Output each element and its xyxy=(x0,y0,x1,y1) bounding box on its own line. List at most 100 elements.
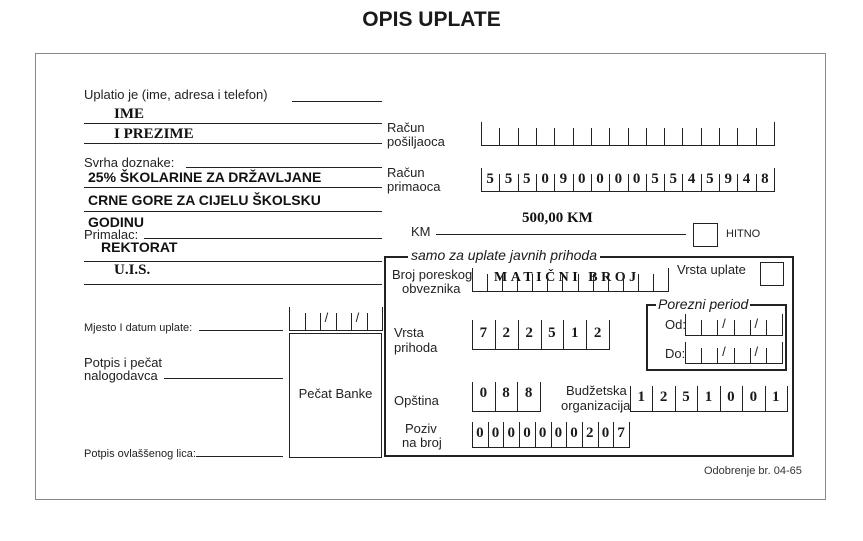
javni-prihodi-header: samo za uplate javnih prihoda xyxy=(408,247,601,263)
poziv-field-digit: 0 xyxy=(476,425,484,441)
do-label: Do: xyxy=(665,346,686,361)
od-field-tick xyxy=(701,319,702,336)
do-field-tick xyxy=(734,347,735,364)
datum-uplate-field-tick xyxy=(367,313,368,331)
racun-primaoca-field-tick xyxy=(774,168,775,192)
hitno-checkbox[interactable] xyxy=(693,223,718,247)
racun-posiljaoca-field-tick xyxy=(664,128,665,146)
vrsta-prihoda-field-digit: 5 xyxy=(548,325,556,341)
datum-uplate-field-tick xyxy=(289,307,290,331)
budzetska-field-tick xyxy=(630,386,631,412)
do-field[interactable]: // xyxy=(685,342,783,364)
broj-poreskog-field[interactable] xyxy=(472,268,669,292)
vrsta-prihoda-label-2: prihoda xyxy=(394,340,438,355)
broj-poreskog-field-tick xyxy=(532,274,533,292)
od-field-slash: / xyxy=(754,316,759,332)
vrsta-prihoda-label-1: Vrsta xyxy=(394,325,424,340)
racun-primaoca-field-digit: 4 xyxy=(742,171,751,187)
racun-primaoca-field-digit: 5 xyxy=(706,171,714,187)
racun-primaoca-field-digit: 0 xyxy=(541,171,549,187)
racun-primaoca-field-digit: 5 xyxy=(651,171,659,187)
racun-posiljaoca-field-tick xyxy=(609,128,610,146)
hitno-label: HITNO xyxy=(726,228,761,240)
vrsta-prihoda-field-digit: 7 xyxy=(479,325,488,341)
vrsta-prihoda-field-tick xyxy=(541,320,542,350)
od-field-tick xyxy=(782,314,783,336)
uplatio-value-2[interactable]: I PREZIME xyxy=(114,126,194,142)
od-label: Od: xyxy=(665,317,686,332)
vrsta-prihoda-field-tick xyxy=(586,320,587,350)
svrha-value-2[interactable]: CRNE GORE ZA CIJELU ŠKOLSKU xyxy=(88,192,321,208)
budzetska-field-digit: 2 xyxy=(659,389,668,405)
racun-posiljaoca-field-tick xyxy=(646,128,647,146)
do-field-tick xyxy=(701,347,702,364)
racun-primaoca-field-digit: 9 xyxy=(559,171,568,187)
odobrenje-label: Odobrenje br. 04-65 xyxy=(704,465,802,477)
poziv-field-baseline xyxy=(472,447,629,448)
broj-poreskog-field-tick xyxy=(623,274,624,292)
poziv-field-tick xyxy=(503,422,504,448)
primalac-value-2[interactable]: U.I.S. xyxy=(114,262,151,278)
broj-poreskog-field-tick xyxy=(638,274,639,292)
datum-uplate-field-tick xyxy=(336,313,337,331)
uplatio-value-1[interactable]: IME xyxy=(114,106,144,122)
svrha-value-3[interactable]: GODINU xyxy=(88,214,144,230)
km-value[interactable]: 500,00 KM xyxy=(522,210,593,226)
racun-primaoca-field-digit: 4 xyxy=(687,171,696,187)
vrsta-prihoda-field-tick xyxy=(495,320,496,350)
racun-posiljaoca-field-tick xyxy=(499,128,500,146)
od-field[interactable]: // xyxy=(685,314,783,336)
od-field-slash: / xyxy=(722,316,726,332)
poziv-field-digit: 2 xyxy=(585,425,594,441)
broj-poreskog-field-tick xyxy=(668,268,669,292)
racun-primaoca-field-tick xyxy=(737,174,738,192)
broj-poreskog-field-tick xyxy=(562,274,563,292)
racun-posiljaoca-field-tick xyxy=(536,128,537,146)
potpis-nalogodavca-line xyxy=(164,378,283,379)
vrsta-prihoda-field-digit: 2 xyxy=(525,325,533,341)
vrsta-prihoda-field-tick xyxy=(563,320,564,350)
opstina-field-tick xyxy=(472,382,473,412)
budzetska-field-tick xyxy=(675,386,676,412)
racun-posiljaoca-field-tick xyxy=(573,128,574,146)
uplatio-label: Uplatio je (ime, adresa i telefon) xyxy=(84,87,268,102)
opstina-label: Opština xyxy=(394,393,439,408)
primalac-value-1[interactable]: REKTORAT xyxy=(101,239,178,255)
budzetska-field-digit: 1 xyxy=(637,389,645,405)
poziv-field-tick xyxy=(551,422,552,448)
budzetska-label-2: organizacija xyxy=(561,398,631,413)
racun-posiljaoca-field-tick xyxy=(682,128,683,146)
broj-poreskog-field-tick xyxy=(653,274,654,292)
svrha-value-1[interactable]: 25% ŠKOLARINE ZA DRŽAVLJANE xyxy=(88,169,322,185)
vrsta-prihoda-field-tick xyxy=(609,320,610,350)
opstina-field-tick xyxy=(540,382,541,412)
opstina-field-digit: 8 xyxy=(502,385,510,401)
broj-poreskog-field-tick xyxy=(487,274,488,292)
broj-poreskog-field-tick xyxy=(608,274,609,292)
poziv-field-tick xyxy=(488,422,489,448)
mjesto-label: Mjesto I datum uplate: xyxy=(84,322,193,334)
racun-posiljaoca-field-tick xyxy=(774,122,775,146)
uplatio-line-2 xyxy=(84,123,382,124)
poziv-label-1: Poziv xyxy=(405,421,437,436)
racun-posiljaoca-field[interactable] xyxy=(481,122,775,146)
poziv-field-tick xyxy=(629,422,630,448)
poreski-value[interactable]: MATIČNI BROJ xyxy=(494,270,640,285)
racun-primaoca-field-digit: 0 xyxy=(596,171,604,187)
racun-primaoca-field-tick xyxy=(481,168,482,192)
vrsta-prihoda-field-tick xyxy=(472,320,473,350)
datum-uplate-field[interactable]: // xyxy=(289,307,383,331)
datum-uplate-field-tick xyxy=(382,307,383,331)
poziv-field-digit: 0 xyxy=(523,425,531,441)
racun-primaoca-field-digit: 0 xyxy=(632,171,641,187)
od-field-tick xyxy=(717,319,718,336)
poziv-field-tick xyxy=(472,422,473,448)
poziv-field-tick xyxy=(519,422,520,448)
vrsta-uplate-box[interactable] xyxy=(760,262,784,286)
budzetska-field-baseline xyxy=(630,411,787,412)
